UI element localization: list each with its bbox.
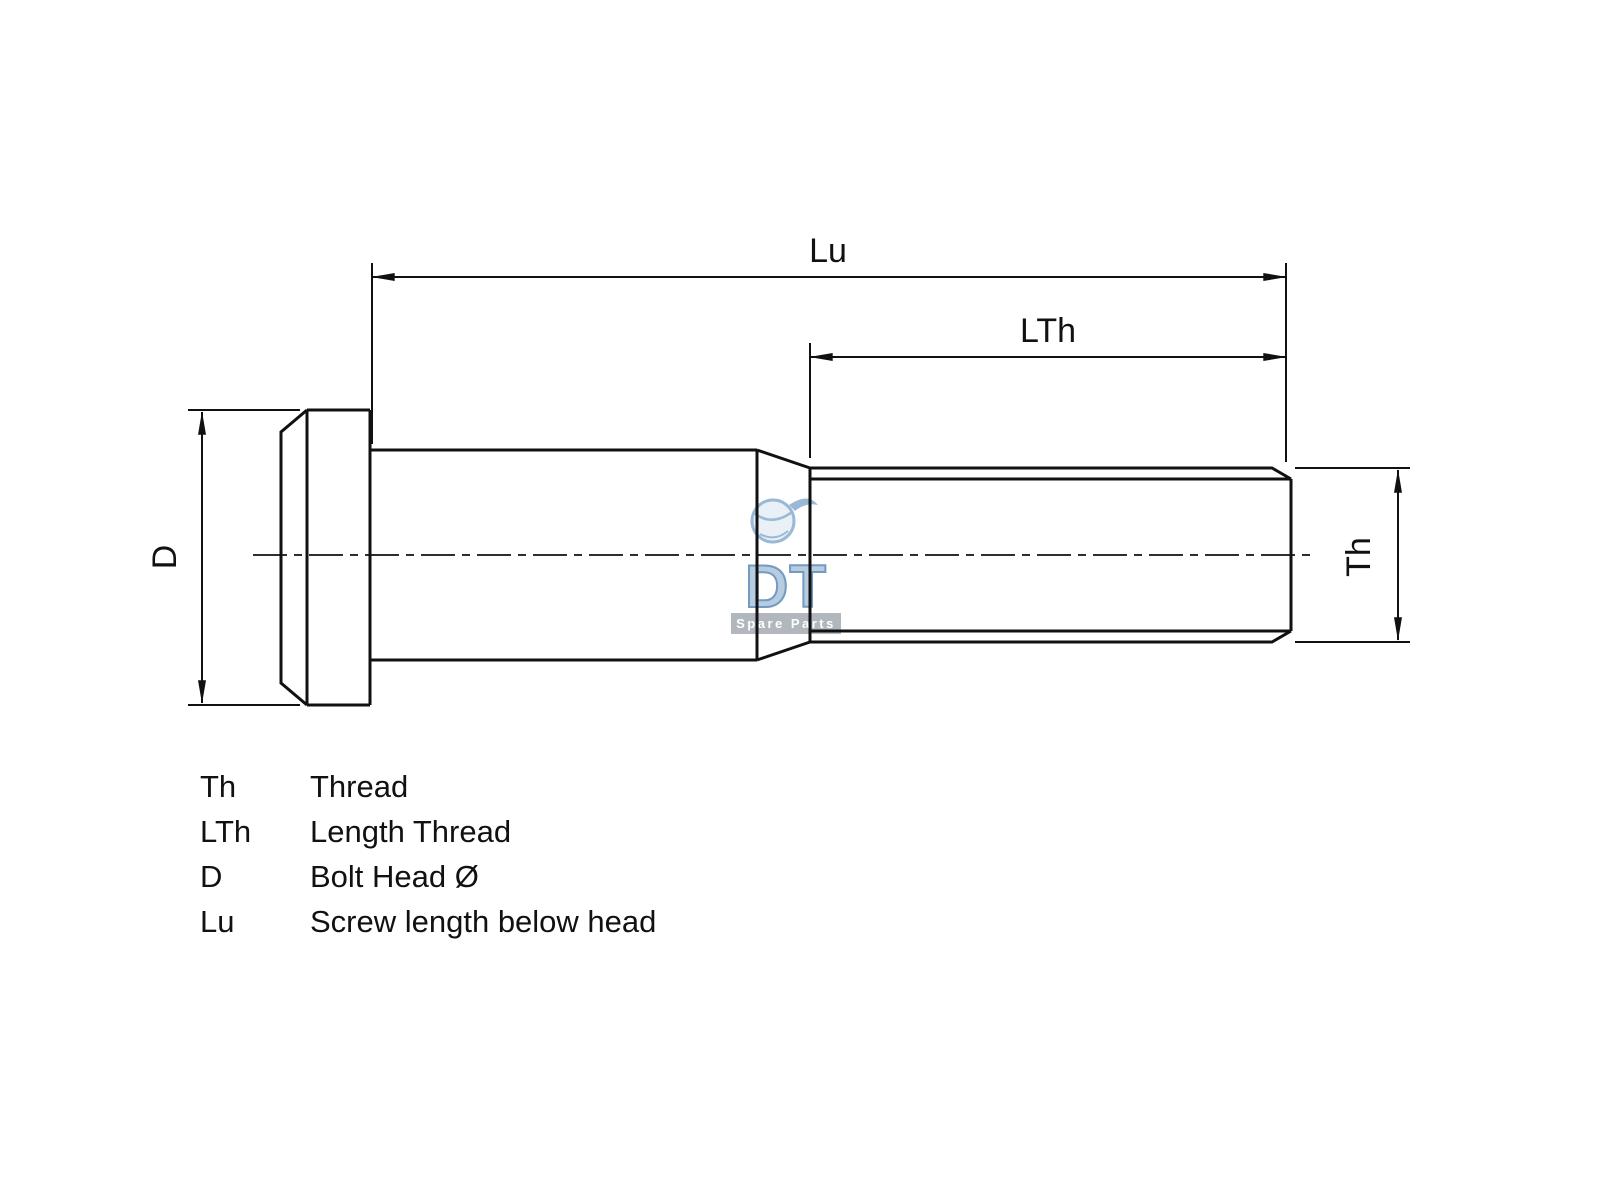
legend-desc-d: Bolt Head Ø bbox=[310, 859, 479, 894]
bolt-shank bbox=[370, 448, 759, 662]
dt-logo-tagline: Spare Parts bbox=[736, 616, 836, 631]
legend-abbr-lu: Lu bbox=[200, 904, 234, 939]
th-label: Th bbox=[1340, 537, 1378, 577]
legend-abbr-d: D bbox=[200, 859, 222, 894]
dimension-d bbox=[188, 409, 300, 706]
dimension-th bbox=[1295, 467, 1410, 643]
legend: Th Thread LTh Length Thread D Bolt Head … bbox=[200, 769, 656, 939]
lth-label: LTh bbox=[1020, 312, 1076, 350]
dt-logo-swoosh bbox=[789, 498, 818, 511]
dt-watermark: DT Spare Parts bbox=[731, 498, 841, 634]
dimension-lu bbox=[371, 263, 1287, 462]
bolt-thread bbox=[810, 466, 1293, 644]
d-label: D bbox=[146, 545, 184, 570]
bolt-head bbox=[279, 408, 372, 707]
legend-abbr-th: Th bbox=[200, 769, 236, 804]
legend-desc-lth: Length Thread bbox=[310, 814, 511, 849]
dimension-lth bbox=[809, 343, 1287, 458]
dt-logo-ball-stripe2 bbox=[759, 530, 789, 539]
legend-desc-th: Thread bbox=[310, 769, 408, 804]
bolt-outline bbox=[279, 408, 1293, 707]
legend-desc-lu: Screw length below head bbox=[310, 904, 656, 939]
bolt-taper bbox=[756, 448, 812, 662]
lu-label: Lu bbox=[809, 232, 847, 270]
legend-abbr-lth: LTh bbox=[200, 814, 251, 849]
